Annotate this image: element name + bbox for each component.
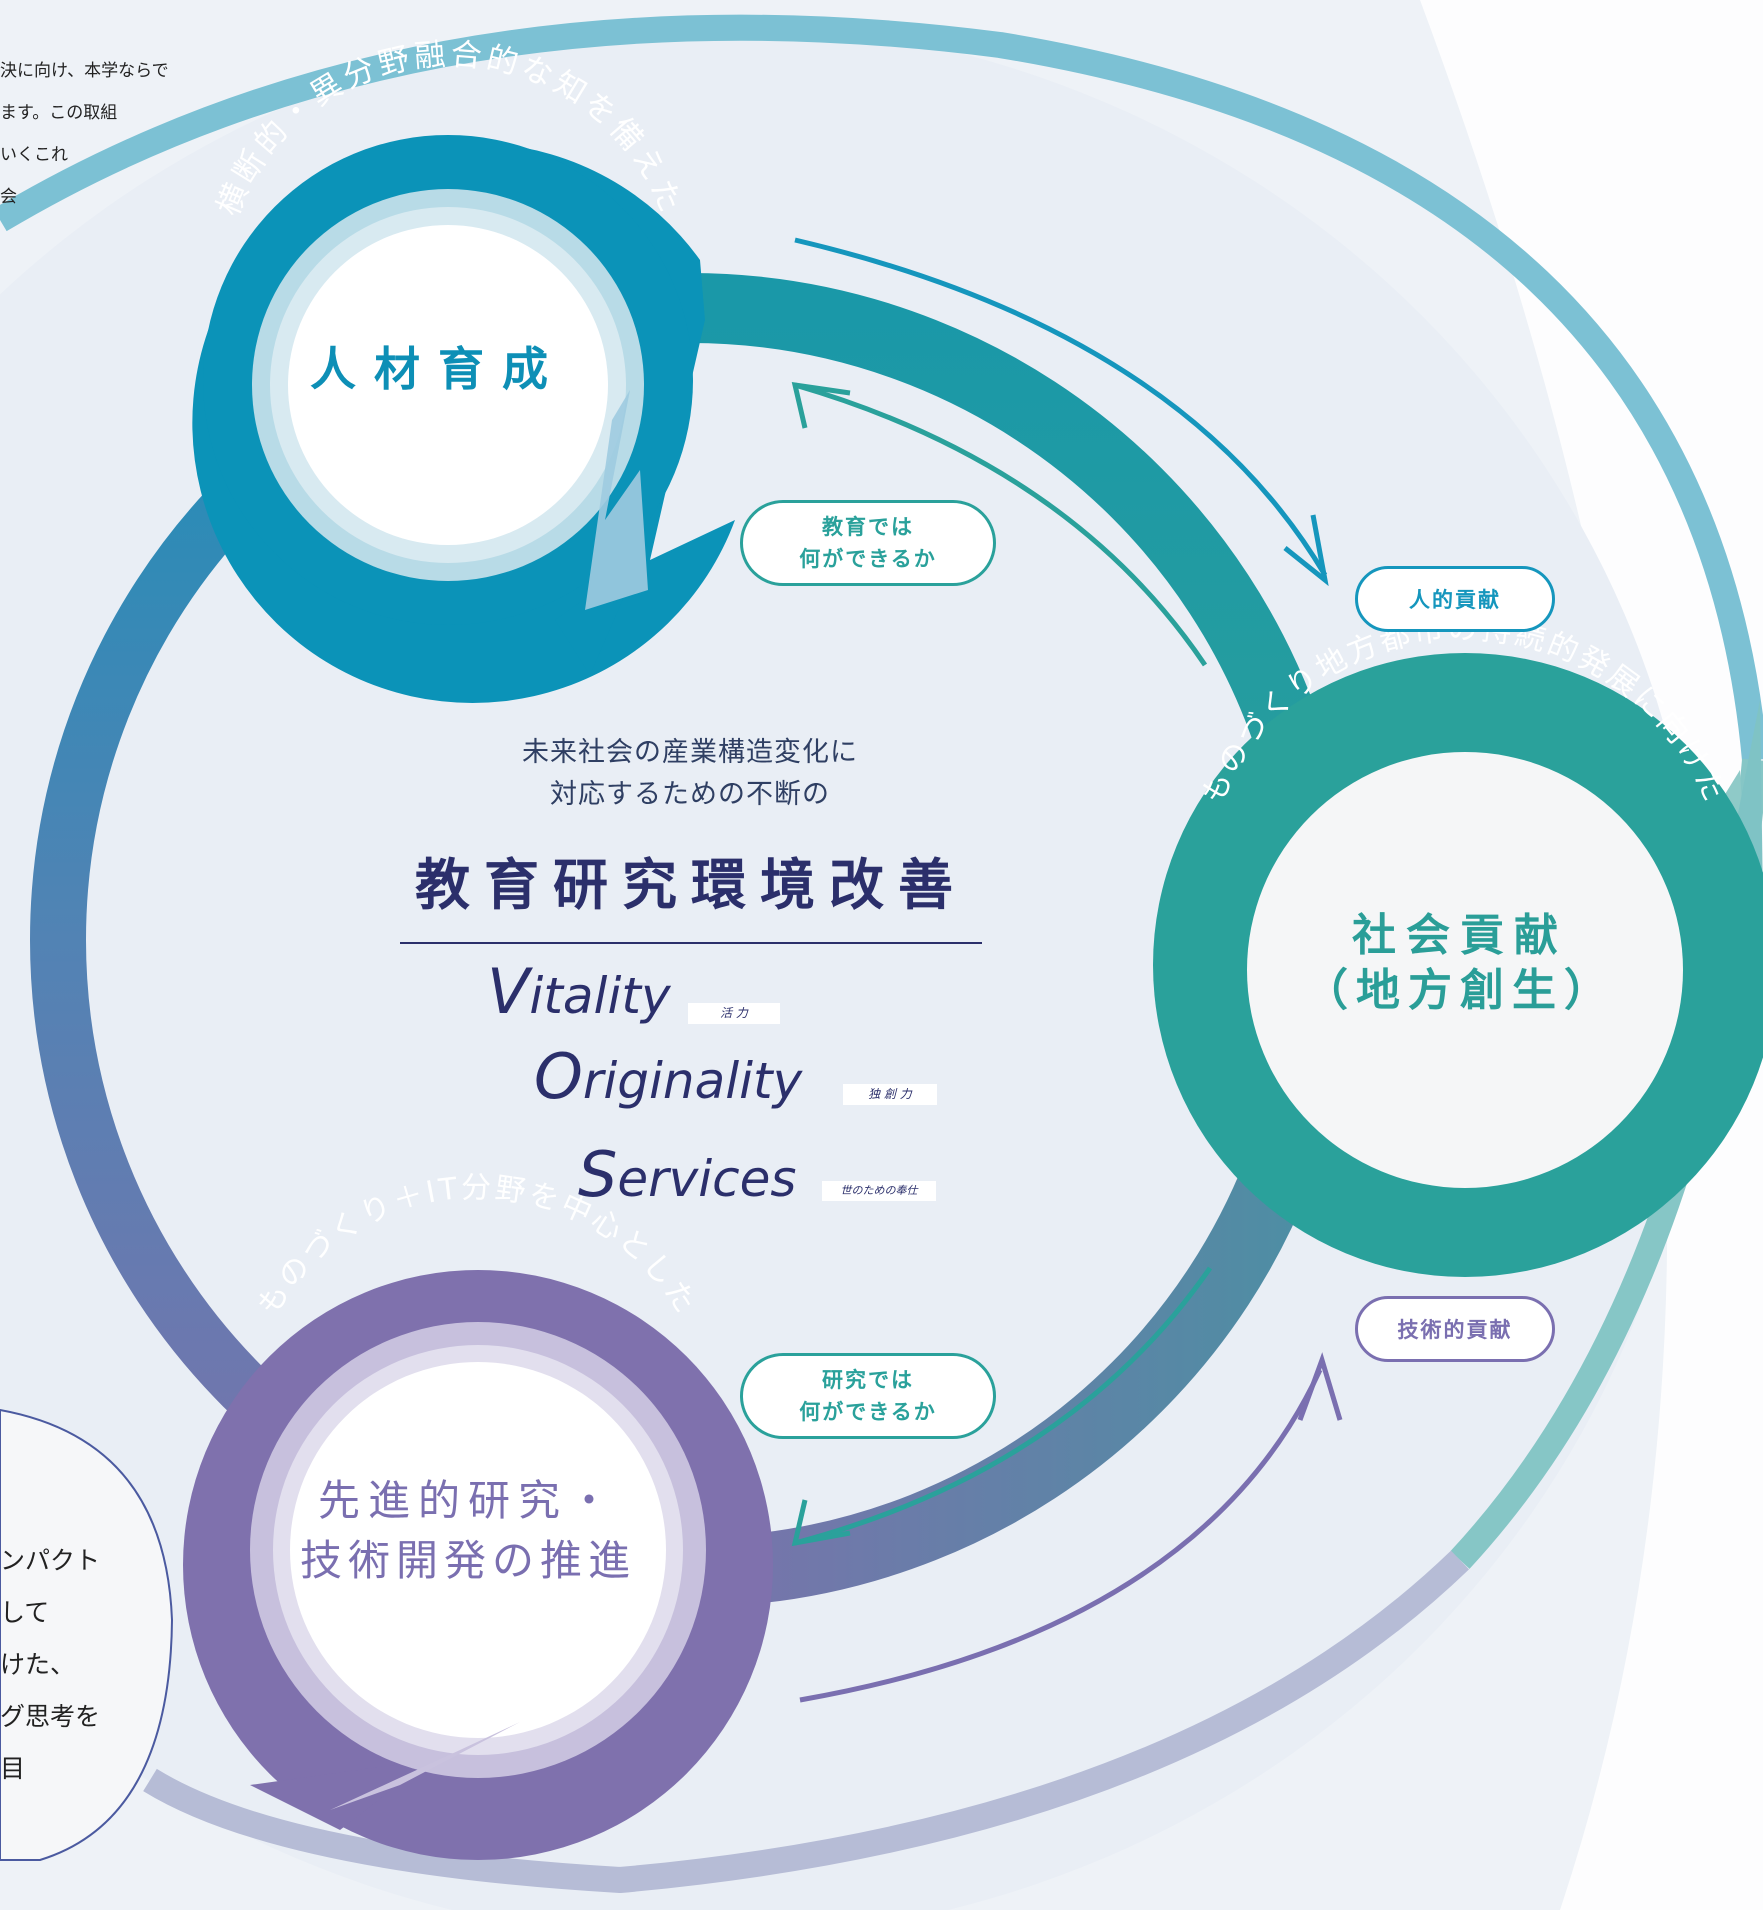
vos-services-tag: 世のための奉仕 — [822, 1181, 936, 1201]
center-heading: 教育研究環境改善 — [400, 840, 982, 944]
bubble-line-3: けた、 — [0, 1650, 76, 1679]
arrow-back-education-head — [791, 381, 851, 429]
intro-line-2: ます。この取組 — [0, 103, 118, 123]
pill-human-contribution-label: 人的貢献 — [1409, 588, 1501, 612]
node-talent-development — [192, 135, 736, 704]
vos-vitality-tag: 活 力 — [688, 1003, 780, 1024]
vos-services-rest: ervices — [617, 1150, 797, 1208]
intro-text: 決に向け、本学ならで ます。この取組 いくこれ 会 — [0, 50, 169, 218]
pill-research-line1: 研究では — [822, 1368, 914, 1392]
vos-services: Services — [578, 1138, 796, 1211]
vos-services-initial: S — [578, 1138, 618, 1211]
bubble-line-1: ンパクト — [0, 1546, 101, 1575]
bubble-text: ンパクト して けた、 グ思考を 目 — [0, 1535, 100, 1795]
research-title-line2: 技術開発の推進 — [300, 1536, 636, 1585]
node-social-contribution — [1153, 653, 1763, 1277]
intro-line-1: 決に向け、本学ならで — [0, 61, 169, 81]
bubble-line-5: 目 — [0, 1754, 26, 1783]
vos-vitality: Vitality — [487, 955, 671, 1028]
arrow-to-social-upper — [794, 237, 1328, 577]
bubble-line-2: して — [0, 1598, 50, 1627]
center-intro: 未来社会の産業構造変化に 対応するための不断の — [400, 732, 980, 816]
arrow-back-education — [794, 382, 1208, 667]
pill-education: 教育では 何ができるか — [740, 500, 996, 586]
talent-node-swirl — [585, 390, 648, 610]
vos-vitality-rest: itality — [529, 967, 671, 1025]
talent-title: 人材育成 — [310, 342, 566, 396]
node-research — [183, 1270, 773, 1860]
social-title-line2: （地方創生） — [1304, 965, 1616, 1016]
vos-originality-initial: O — [534, 1040, 583, 1113]
pill-human-contribution: 人的貢献 — [1355, 566, 1555, 632]
pill-technical-contribution-label: 技術的貢献 — [1397, 1318, 1513, 1342]
arrow-to-social-upper-head — [1283, 514, 1329, 587]
center-intro-line2: 対応するための不断の — [550, 779, 830, 810]
vos-vitality-initial: V — [487, 955, 530, 1028]
intro-line-3: いくこれ — [0, 145, 68, 165]
arrow-to-social-lower-head — [1297, 1352, 1343, 1421]
social-title-line1: 社会貢献 — [1352, 910, 1568, 961]
left-info-bubble — [0, 1408, 174, 1861]
research-title-line1: 先進的研究・ — [318, 1476, 618, 1525]
arrow-back-research-head — [791, 1499, 851, 1547]
pill-education-line1: 教育では — [822, 515, 914, 539]
pill-research-line2: 何ができるか — [799, 1400, 937, 1424]
arrow-back-research — [794, 1266, 1213, 1546]
research-node-tail — [250, 1760, 430, 1830]
pill-research: 研究では 何ができるか — [740, 1353, 996, 1439]
intro-line-4: 会 — [0, 187, 17, 207]
outer-cycle-arrow-bottom — [143, 1550, 1470, 1894]
center-intro-line1: 未来社会の産業構造変化に — [522, 737, 858, 768]
vos-originality-rest: riginality — [582, 1052, 803, 1110]
bubble-line-4: グ思考を — [0, 1702, 101, 1731]
arrow-to-social-lower — [799, 1368, 1323, 1703]
pill-education-line2: 何ができるか — [799, 547, 937, 571]
outer-cycle-arrow — [0, 14, 1763, 762]
vos-originality-tag: 独 創 力 — [843, 1084, 937, 1105]
vos-originality: Originality — [534, 1040, 802, 1113]
pill-technical-contribution: 技術的貢献 — [1355, 1296, 1555, 1362]
